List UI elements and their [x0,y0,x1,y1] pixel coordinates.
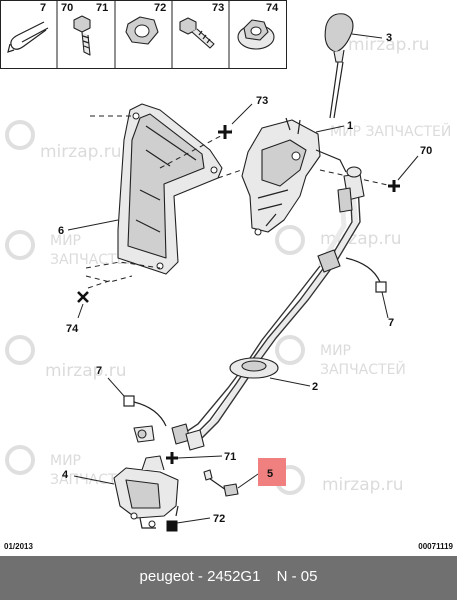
footer-section: N - 05 [276,568,318,585]
leader-line [315,125,345,133]
leader-line [176,517,211,524]
dashed-guide [87,279,113,289]
callout-74: 74 [66,323,79,335]
watermark-site: mirzap.ru [322,475,404,495]
leader-line [269,377,311,387]
callout-6: 6 [58,225,64,237]
cable-clip-marker-upper[interactable] [345,257,387,293]
leader-line [107,377,125,397]
watermark-brand-line2: ЗАПЧАСТЕЙ [50,250,136,268]
header-cell-nut-72: 72 [125,2,166,45]
callout-2: 2 [312,381,318,393]
watermark-brand: МИР ЗАПЧАСТЕЙ [330,122,451,140]
watermark-brand-line2: ЗАПЧАСТЕЙ [50,470,136,488]
dashed-guide [85,261,161,283]
watermark-site: mirzap.ru [40,142,122,162]
leader-line [67,219,119,231]
watermark-site: mirzap.ru [348,35,430,55]
callout-5: 5 [267,468,273,480]
callout-7-lower: 7 [96,365,102,377]
leader-line [231,103,253,125]
header-cell-washer-nut-74: 74 [237,2,279,50]
fastener-marker-73[interactable] [218,125,232,139]
leader-line [77,303,84,319]
callout-73: 73 [256,95,268,107]
footer-caption: peugeot - 2452G1 N - 05 [0,568,457,585]
support-bracket[interactable] [117,103,223,275]
fastener-marker-71[interactable] [166,452,178,464]
watermark-brand-line1: МИР [50,233,81,249]
leader-line [177,455,223,459]
cable-clip-marker-lower[interactable] [123,395,167,443]
fastener-marker-70[interactable] [388,180,400,192]
watermark-brand-line1: МИР [320,343,351,359]
gearbox-cable-bracket[interactable] [113,455,179,529]
leader-line [73,475,115,485]
header-part-number: 72 [154,2,166,14]
fastener-marker-72[interactable] [166,505,179,532]
hose-clip-icon [7,21,49,53]
header-cell-clip: 7 [7,2,49,53]
header-part-number: 71 [96,2,108,14]
footer-bar: peugeot - 2452G1 N - 05 [0,556,457,600]
bolt-icon [179,17,215,49]
gear-knob[interactable] [324,13,354,119]
nut-icon [125,16,159,45]
callout-70: 70 [420,145,432,157]
watermark-brand-line2: ЗАПЧАСТЕЙ [320,360,406,378]
leader-line [351,33,383,39]
callout-1: 1 [347,120,353,132]
gear-shift-housing[interactable] [241,117,347,236]
washer-nut-icon [237,19,275,50]
retaining-pin[interactable] [203,469,239,497]
fastener-marker-74[interactable] [77,291,89,303]
header-cell-bolt-73: 73 [179,2,224,49]
corner-date: 01/2013 [4,542,33,551]
callout-71: 71 [224,451,236,463]
gear-shift-cables[interactable] [171,166,365,451]
callout-3: 3 [386,32,392,44]
bolt-icon [73,15,91,56]
header-part-number: 74 [266,2,279,14]
callout-72: 72 [213,513,225,525]
watermark-brand-line1: МИР [50,453,81,469]
leader-line [397,155,419,181]
watermark-site: mirzap.ru [45,361,127,381]
footer-brand-code: peugeot - 2452G1 [139,568,261,585]
header-cell-bolt-70-71: 70 71 [61,2,108,56]
corner-code: 00071119 [418,542,453,551]
header-parts-strip: 7 70 71 72 73 [0,0,287,69]
header-part-number: 73 [212,2,224,14]
highlight-box [258,458,286,486]
header-part-number: 7 [40,2,46,14]
leader-line [237,473,259,489]
callout-7-upper: 7 [388,317,394,329]
watermark-layer: mirzap.ru mirzap.ru МИР ЗАПЧАСТЕЙ МИР ЗА… [5,15,451,495]
leader-line [381,291,389,319]
callout-4: 4 [62,469,69,481]
header-part-number: 70 [61,2,73,14]
